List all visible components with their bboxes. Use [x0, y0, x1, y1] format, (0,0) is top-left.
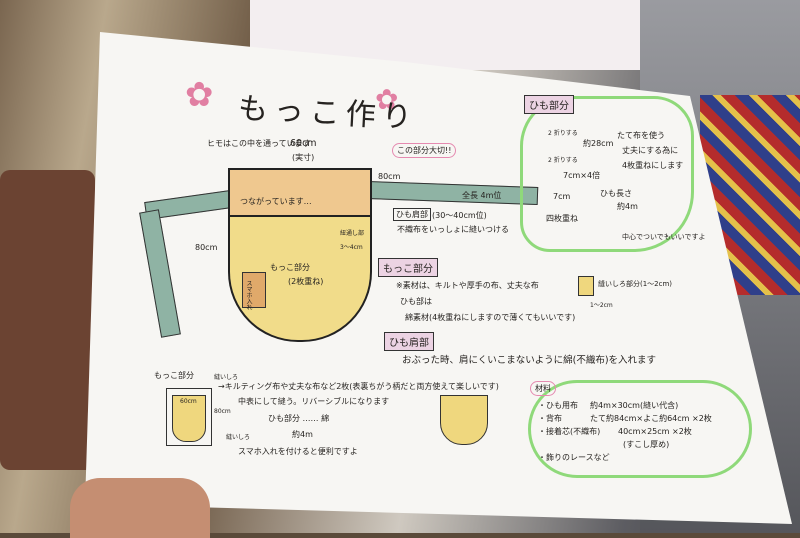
finished-pouch-drawing — [440, 395, 488, 445]
material-name: ・背布 — [538, 414, 562, 423]
material-name: ・接着芯(不織布) — [538, 427, 601, 436]
string-times: 7cm×4倍 — [563, 171, 601, 180]
fabric-outline — [166, 388, 212, 446]
materials-item: ・背布 たて約84cm×よこ約64cm ×2枚 — [538, 413, 712, 426]
hand — [70, 478, 210, 538]
phone-note: スマホ入れを付けると便利ですよ — [238, 447, 358, 456]
cloud-line-3: 4枚重ねにします — [622, 161, 684, 170]
materials-outline — [528, 380, 752, 478]
string-length: 約4m — [292, 430, 313, 439]
material-value: 40cm×25cm ×2枚 — [618, 427, 692, 436]
pouch-label: もっこ部分 — [270, 263, 310, 272]
cloud-line-1: たて布を使う — [617, 131, 665, 140]
important-bubble: この部分大切!! — [392, 143, 457, 158]
string-width: 7cm — [553, 192, 571, 201]
flower-icon: ✿ — [375, 83, 399, 116]
width-label: 60cm — [290, 138, 317, 149]
mokko-line-3: 綿素材(4枚重ねにしますので薄くてもいいです) — [405, 313, 576, 322]
fabric-width: 60cm — [180, 398, 197, 405]
page-title: もっこ作り — [237, 91, 419, 136]
length-label: ひも長さ — [600, 189, 632, 198]
strap-text: 全長 4m位 — [462, 191, 502, 200]
fabric-height: 80cm — [214, 408, 231, 415]
shoulder-note: 不織布をいっしょに縫いつける — [397, 225, 509, 234]
pouch-sub: (2枚重ね) — [288, 277, 324, 286]
material-value: たて約84cm×よこ約64cm ×2枚 — [590, 414, 712, 423]
materials-item: ・ひも用布 約4m×30cm(縫い代含) — [538, 400, 678, 413]
quilted-cloth — [0, 170, 95, 470]
materials-label: 材料 — [530, 381, 556, 396]
length-value: 約4m — [617, 202, 638, 211]
material-value: (すこし厚め) — [623, 440, 670, 449]
materials-item: (すこし厚め) — [538, 439, 669, 452]
mokko-line-1: ※素材は、キルトや厚手の布、丈夫な布 — [396, 281, 539, 290]
bottom-line-2: 中表にして縫う。リバーシブルになります — [238, 397, 390, 406]
seam-label: 縫いしろ部分(1〜2cm) — [598, 280, 673, 288]
green-outline — [520, 96, 694, 252]
shoulder-text: おぶった時、肩にくいこまないように綿(不織布)を入れます — [402, 355, 657, 366]
material-name: ・ひも用布 — [538, 401, 578, 410]
shoulder-section-label: ひも肩部 — [384, 332, 434, 351]
materials-list: ・ひも用布 約4m×30cm(縫い代含) ・背布 たて約84cm×よこ約64cm ×… — [538, 400, 712, 465]
side-size: 3〜4cm — [340, 244, 363, 251]
pouch-top-drawing — [228, 168, 372, 217]
flower-icon: ✿ — [185, 75, 214, 115]
string-approx: 約28cm — [583, 139, 614, 148]
connected-note: つながっています… — [240, 197, 312, 206]
bottom-line-1: →キルティング布や丈夫な布など2枚(表裏ちがう柄だと両方使えて楽しいです) — [218, 382, 499, 391]
materials-item: ・接着芯(不織布) 40cm×25cm ×2枚 — [538, 426, 692, 439]
bottom-heading: もっこ部分 — [154, 371, 194, 380]
seam-bottom: 縫いしろ — [226, 434, 251, 441]
strap-right-length: 80cm — [378, 172, 401, 181]
seam-width: 1〜2cm — [590, 302, 613, 309]
shoulder-label: ひも肩部 — [393, 208, 431, 221]
center-note: 中心でついでもいいですよ — [622, 233, 706, 241]
fabric-piece — [172, 395, 206, 442]
string-layers: 四枚重ね — [546, 214, 578, 223]
cloud-line-2: 丈夫にする為に — [622, 146, 679, 155]
material-value: 約4m×30cm(縫い代含) — [590, 401, 679, 410]
fold-note-2: 2 折りする — [548, 157, 578, 164]
materials-item: ・飾りのレースなど — [538, 452, 610, 465]
phone-pocket-drawing — [242, 272, 266, 308]
mokko-line-2: ひも部は — [400, 297, 432, 306]
shoulder-size: (30〜40cm位) — [432, 211, 487, 220]
fold-note-1: 2 折りする — [548, 130, 578, 137]
string-part-label: ひも部分 — [524, 95, 574, 114]
width-sub: (実寸) — [292, 153, 315, 162]
strap-left-length: 80cm — [195, 243, 218, 252]
seam-top: 縫いしろ — [214, 374, 239, 381]
material-name: ・飾りのレースなど — [538, 453, 610, 462]
string-heading: ひも部分 …… 綿 — [268, 414, 330, 423]
side-note: 紐通し部 — [340, 230, 365, 237]
mokko-section-label: もっこ部分 — [378, 258, 438, 277]
seam-diagram — [578, 276, 594, 296]
note-string: ヒモはこの中を通っています — [207, 139, 311, 148]
pocket-label: スマホ入れ — [245, 280, 252, 310]
